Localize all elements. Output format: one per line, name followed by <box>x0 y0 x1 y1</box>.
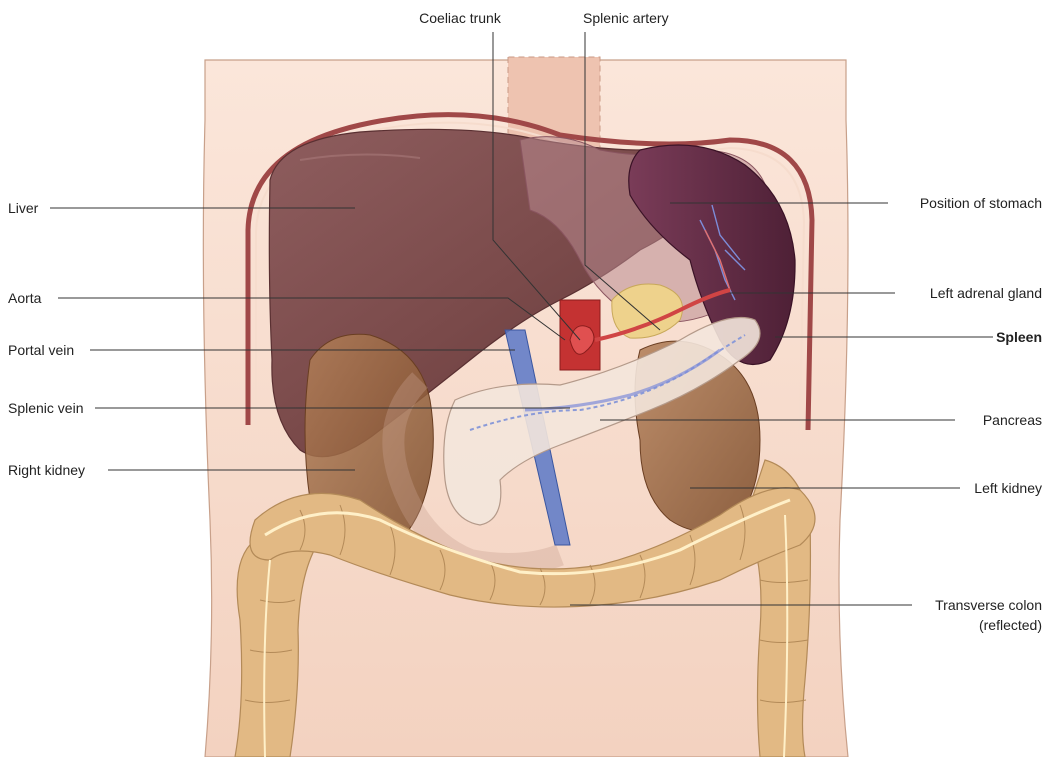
label-left-kidney: Left kidney <box>974 480 1042 497</box>
label-transverse-colon-line2: (reflected) <box>979 617 1042 634</box>
label-portal-vein: Portal vein <box>8 342 74 359</box>
label-transverse-colon-line1: Transverse colon <box>935 597 1042 614</box>
label-splenic-artery: Splenic artery <box>583 10 669 27</box>
label-aorta: Aorta <box>8 290 41 307</box>
label-left-adrenal-gland: Left adrenal gland <box>930 285 1042 302</box>
label-spleen: Spleen <box>996 329 1042 346</box>
label-right-kidney: Right kidney <box>8 462 85 479</box>
label-splenic-vein: Splenic vein <box>8 400 84 417</box>
label-coeliac-trunk: Coeliac trunk <box>408 10 512 27</box>
label-position-of-stomach: Position of stomach <box>920 195 1042 212</box>
label-liver: Liver <box>8 200 38 217</box>
label-pancreas: Pancreas <box>983 412 1042 429</box>
